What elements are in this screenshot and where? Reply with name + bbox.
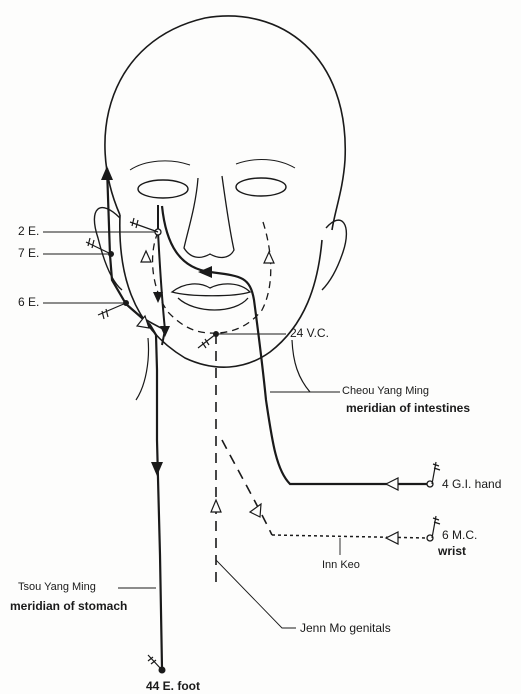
down-arrow-neck bbox=[160, 326, 170, 337]
label-jenn-mo: Jenn Mo genitals bbox=[300, 622, 391, 634]
left-arrow-intestine bbox=[198, 266, 212, 278]
label-stomach-desc: meridian of stomach bbox=[10, 600, 127, 612]
label-intestines-desc: meridian of intestines bbox=[346, 402, 470, 414]
mouth-upper bbox=[172, 284, 250, 296]
up-arrow-outline-jenn-mo bbox=[211, 500, 221, 512]
nose bbox=[184, 176, 234, 257]
left-face-dashed-meridian bbox=[153, 232, 218, 333]
label-4gi-hand: 4 G.I. hand bbox=[442, 478, 501, 490]
stomach-meridian-line bbox=[107, 168, 162, 668]
down-arrow-stomach bbox=[151, 462, 163, 476]
label-44e-foot: 44 E. foot bbox=[146, 680, 200, 692]
arrow-outline-inn-keo bbox=[250, 504, 261, 517]
up-arrow-stomach bbox=[101, 166, 113, 180]
neck-left bbox=[136, 338, 149, 400]
label-intestines-name: Cheou Yang Ming bbox=[342, 386, 429, 397]
label-inn-keo: Inn Keo bbox=[322, 560, 360, 571]
mouth-lower bbox=[178, 298, 248, 310]
up-arrow-outline-face-left bbox=[141, 251, 151, 262]
label-2e: 2 E. bbox=[18, 225, 39, 237]
arrow-outline-jaw bbox=[137, 316, 149, 328]
right-ear bbox=[322, 220, 346, 290]
label-6e: 6 E. bbox=[18, 296, 39, 308]
needle-marks bbox=[86, 218, 440, 670]
inn-keo-meridian-line bbox=[272, 535, 428, 538]
label-7e: 7 E. bbox=[18, 247, 39, 259]
left-arrow-outline-wrist bbox=[386, 532, 398, 544]
label-6mc: 6 M.C. bbox=[442, 529, 477, 541]
up-arrow-outline-face-right bbox=[264, 252, 274, 263]
right-eye bbox=[236, 178, 286, 196]
left-arrow-outline-hand bbox=[386, 478, 398, 490]
left-eye bbox=[138, 180, 188, 198]
inn-keo-branch bbox=[222, 440, 272, 535]
neck-right bbox=[292, 340, 310, 392]
stomach-meridian-face bbox=[158, 205, 165, 345]
label-stomach-name: Tsou Yang Ming bbox=[18, 582, 96, 593]
leader-lines bbox=[43, 232, 340, 628]
right-face-dashed-meridian bbox=[218, 222, 271, 333]
label-6mc-wrist: wrist bbox=[438, 545, 466, 557]
label-24vc: 24 V.C. bbox=[290, 327, 329, 339]
